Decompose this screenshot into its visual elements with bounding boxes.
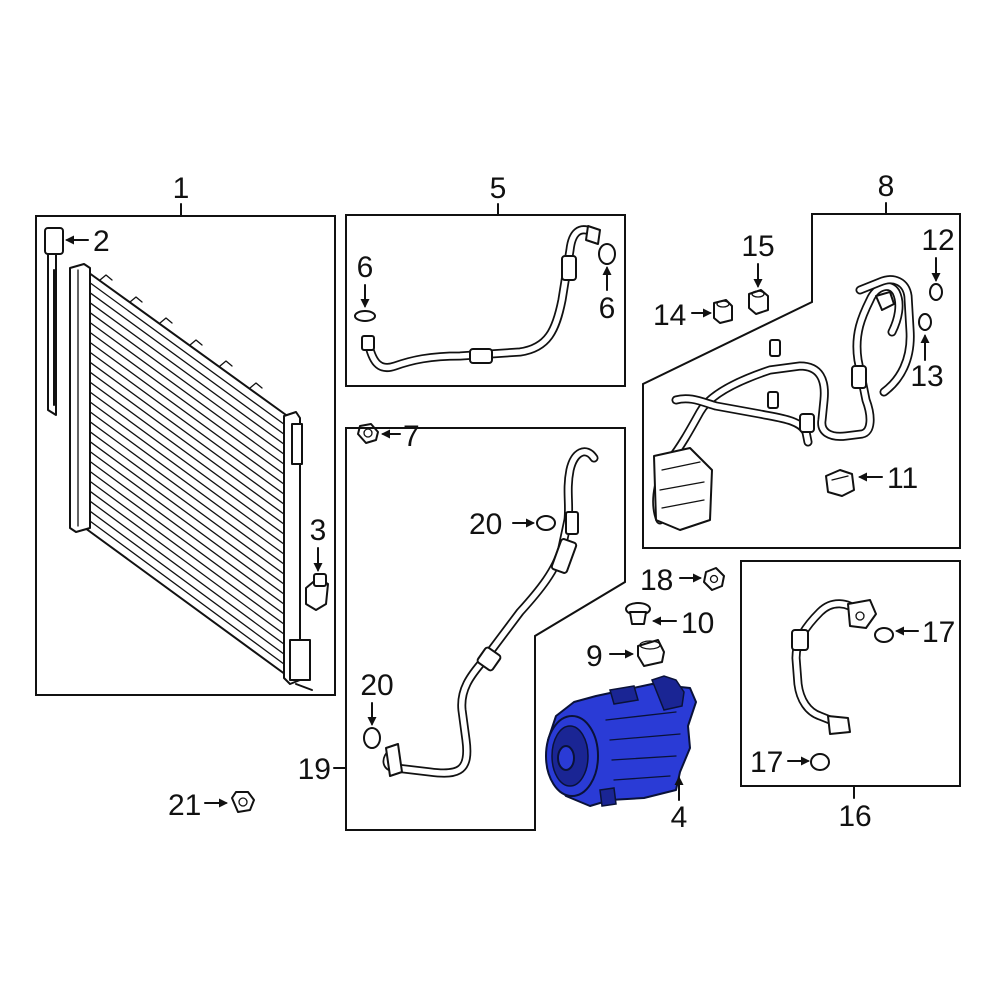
callout-2[interactable]: 2	[93, 225, 110, 258]
suction-hose-group: 19 20 20	[298, 427, 626, 831]
callout-20-lower[interactable]: 20	[360, 669, 393, 702]
hose-assembly[interactable]	[652, 275, 915, 531]
clip-11[interactable]	[825, 469, 855, 497]
o-ring-13[interactable]	[918, 313, 932, 331]
nut-21[interactable]	[231, 791, 255, 813]
callout-17-upper[interactable]: 17	[922, 616, 955, 649]
condenser-group: 1 2 3	[35, 172, 336, 696]
hose-5-frame	[345, 214, 626, 387]
drier-plug[interactable]	[305, 573, 329, 611]
callout-21[interactable]: 21	[168, 789, 201, 822]
callout-3[interactable]: 3	[310, 514, 327, 547]
callout-19[interactable]: 19	[298, 753, 331, 786]
discharge-hose-group: 5 6 6	[345, 172, 626, 387]
callout-9[interactable]: 9	[586, 640, 603, 673]
o-ring-6-left[interactable]	[354, 310, 376, 322]
callout-18[interactable]: 18	[640, 564, 673, 597]
callout-4[interactable]: 4	[671, 801, 688, 834]
valve-cap-9[interactable]	[637, 639, 665, 667]
nut-14[interactable]	[713, 299, 733, 324]
callout-14[interactable]: 14	[653, 299, 686, 332]
discharge-hose[interactable]	[361, 225, 601, 372]
suction-hose[interactable]	[382, 447, 599, 778]
callout-17-lower[interactable]: 17	[750, 746, 783, 779]
callout-10[interactable]: 10	[681, 607, 714, 640]
o-ring-6-right[interactable]	[598, 243, 616, 265]
callout-13[interactable]: 13	[910, 360, 943, 393]
o-ring-12[interactable]	[929, 283, 943, 301]
hose-assembly-group: 8 12 13 11	[642, 170, 961, 549]
nut-7[interactable]	[357, 423, 379, 444]
callout-8[interactable]: 8	[878, 170, 895, 203]
condenser-frame	[35, 215, 336, 696]
hose-16[interactable]	[791, 599, 877, 735]
nut-15[interactable]	[748, 289, 769, 315]
callout-15[interactable]: 15	[741, 230, 774, 263]
hose-8-frame	[642, 213, 961, 549]
hose-19-frame	[345, 427, 626, 831]
condenser[interactable]	[69, 263, 313, 691]
o-ring-17-lower[interactable]	[810, 753, 830, 771]
callout-16[interactable]: 16	[838, 800, 871, 833]
hose-16-frame	[740, 560, 961, 787]
o-ring-20-lower[interactable]	[363, 727, 381, 749]
callout-7[interactable]: 7	[403, 420, 420, 453]
callout-1[interactable]: 1	[173, 172, 190, 205]
callout-20-upper[interactable]: 20	[469, 508, 502, 541]
hose-16-group: 16 17 17	[740, 560, 961, 833]
valve-cap-10[interactable]	[625, 602, 651, 625]
ac-compressor[interactable]	[545, 675, 697, 807]
callout-12[interactable]: 12	[921, 224, 954, 257]
callout-11[interactable]: 11	[887, 462, 918, 495]
o-ring-17-upper[interactable]	[874, 627, 894, 643]
receiver-drier-rod[interactable]	[44, 227, 64, 416]
callout-6-left[interactable]: 6	[357, 251, 374, 284]
nut-18[interactable]	[703, 567, 725, 591]
callout-6-right[interactable]: 6	[599, 292, 616, 325]
callout-5[interactable]: 5	[490, 172, 507, 205]
o-ring-20-upper[interactable]	[536, 515, 556, 531]
